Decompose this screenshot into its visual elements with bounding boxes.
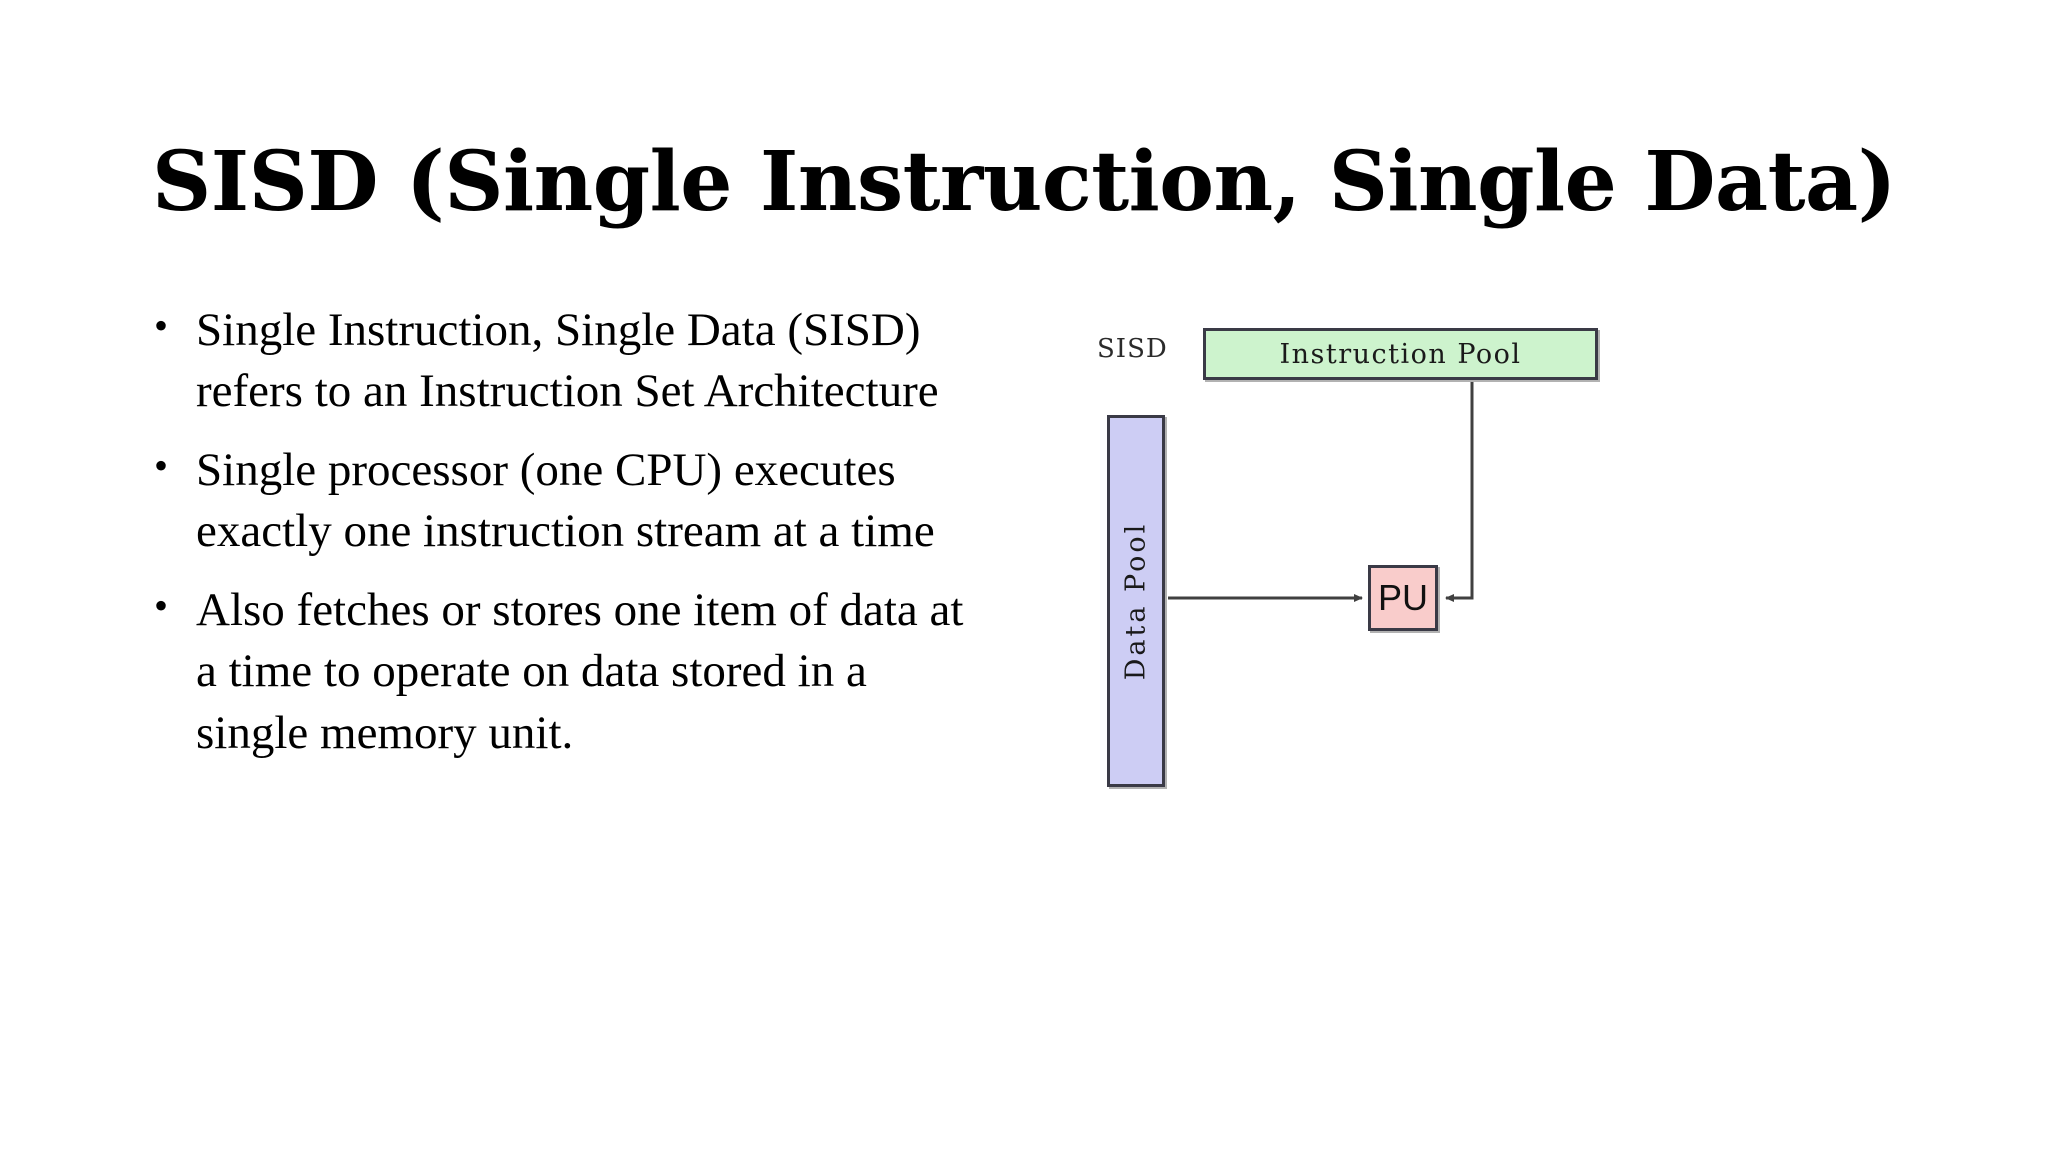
bullet-list: • Single Instruction, Single Data (SISD)… [148, 300, 978, 764]
data-pool-box: Data Pool [1107, 415, 1165, 787]
bullet-marker-icon: • [154, 303, 169, 348]
bullet-marker-icon: • [154, 583, 169, 629]
bullet-text: Single processor (one CPU) executes exac… [196, 444, 935, 558]
bullet-text: Single Instruction, Single Data (SISD) r… [196, 304, 939, 418]
diagram-connectors [1168, 382, 1474, 602]
page-title: SISD (Single Instruction, Single Data) [152, 133, 1896, 230]
list-item: • Also fetches or stores one item of dat… [148, 580, 978, 763]
instruction-pool-label: Instruction Pool [1279, 338, 1522, 370]
connector-instruction-pool-to-pu [1445, 382, 1474, 602]
instruction-pool-box: Instruction Pool [1203, 328, 1598, 380]
list-item: • Single processor (one CPU) executes ex… [148, 440, 978, 562]
diagram-label-sisd: SISD [1097, 334, 1168, 364]
sisd-architecture-diagram: SISD Instruction Pool Data Pool PU [1090, 310, 1650, 830]
processing-unit-label: PU [1377, 577, 1428, 618]
bullet-text: Also fetches or stores one item of data … [196, 584, 964, 759]
processing-unit-box: PU [1368, 565, 1438, 631]
list-item: • Single Instruction, Single Data (SISD)… [148, 300, 978, 422]
bullet-marker-icon: • [154, 443, 169, 489]
